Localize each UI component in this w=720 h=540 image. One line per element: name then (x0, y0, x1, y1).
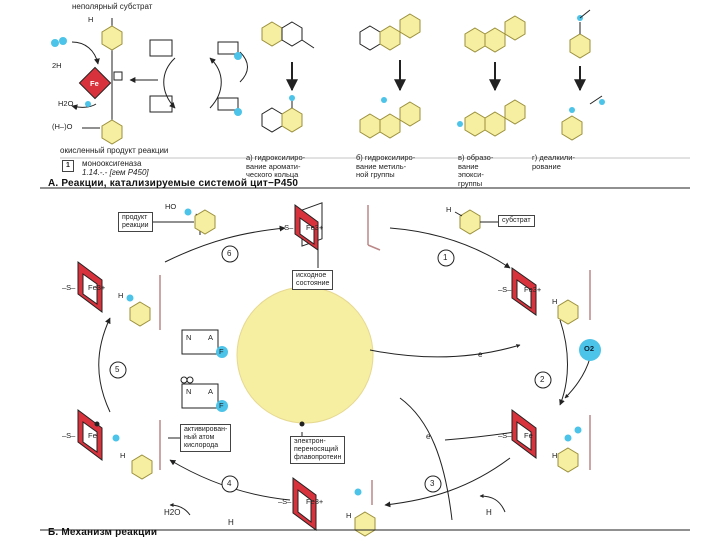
reaction-d-label: г) деалкили- рование (532, 153, 575, 171)
fad-n-2: N (186, 387, 192, 396)
reaction-b-structures (359, 13, 421, 139)
fad-a-1: A (208, 333, 214, 342)
flavin-icon (234, 108, 242, 116)
reaction-b-label: б) гидроксилиро- вание метиль- ной групп… (356, 153, 416, 179)
oxygen-icon (85, 101, 91, 107)
electron-label-1: e (478, 350, 483, 359)
r1-fe3-label: Fe3+ (524, 285, 542, 294)
section-a-title: А. Реакции, катализируемые системой цит−… (48, 178, 299, 189)
enzyme-name: монооксигеназа (82, 159, 142, 168)
step-3: 3 (430, 479, 435, 488)
step-2: 2 (540, 375, 545, 384)
h-atom: H (88, 15, 94, 24)
water-label: H2O (58, 99, 74, 108)
flavoprotein-box: электрон- переносящий флавопротеин (290, 436, 346, 464)
l1-h-label: H (118, 291, 124, 300)
fad-cofactor-group (180, 329, 228, 412)
reaction-c-label: в) образо- вание эпокси- группы (458, 153, 494, 188)
oh-group: (H–)O (52, 122, 73, 131)
ho-label: HO (165, 202, 177, 211)
top-fe3-label: Fe3+ (306, 223, 324, 232)
substrate-h: H (446, 205, 452, 214)
l1-s-label: –S– (62, 283, 76, 292)
o2-label: O2 (584, 344, 595, 353)
heme-unit-left-2 (77, 409, 161, 480)
product-hexagon-b (194, 209, 216, 235)
electron-label-2: e (426, 432, 431, 441)
activated-oxygen-dot (94, 421, 100, 427)
fe-label: Fe (90, 79, 99, 88)
substrate-box: субстрат (498, 215, 535, 227)
oxygen-icon (51, 39, 59, 47)
reaction-a-label: а) гидроксилиро- вание аромати- ческого … (246, 153, 306, 179)
heme-fe-icon (78, 66, 112, 100)
arrow-step-1 (389, 227, 511, 269)
r2-s-label: –S– (498, 431, 512, 440)
flavoprotein-disk (236, 286, 374, 424)
fad-f-2: F (219, 401, 224, 410)
activated-oxygen-box: активирован- ный атом кислорода (180, 424, 232, 452)
l2-fe-label: Fe (88, 431, 97, 440)
substrate-hexagon (101, 25, 123, 51)
oxygen-icon (59, 37, 67, 45)
arrow-step-5 (98, 317, 111, 413)
arrow-step-2 (559, 319, 568, 406)
l1-fe3-label: Fe3+ (88, 283, 106, 292)
arrow-step-6 (164, 225, 286, 263)
step-1: 1 (443, 253, 448, 262)
h-plus-label-2: H (228, 518, 234, 527)
step-6: 6 (227, 249, 232, 258)
fad-a-2: A (208, 387, 214, 396)
fad-f-1: F (219, 347, 224, 356)
l2-s-label: –S– (62, 431, 76, 440)
r2-h-label: H (552, 451, 558, 460)
h-plus-label-1: H (486, 508, 492, 517)
arrow-step-3 (384, 457, 511, 508)
o2-bubble (579, 339, 601, 361)
heme-unit-top (294, 202, 381, 251)
r2-fe-label: Fe (524, 431, 533, 440)
heme-unit-right-1 (511, 267, 591, 325)
section-b-title: Б. Механизм реакции (48, 527, 158, 538)
reaction-c-structures (457, 15, 526, 137)
substrate-chain (51, 18, 123, 145)
fad-n-1: N (186, 333, 192, 342)
r1-h-label: H (552, 297, 558, 306)
two-h: 2H (52, 61, 62, 70)
substrate-hexagon-b (459, 209, 481, 235)
heme-unit-left-1 (77, 261, 161, 330)
initial-state-box: исходное состояние (292, 270, 334, 290)
enzyme-ec: 1.14.-.- [гем P450] (82, 168, 149, 177)
b-h-label: H (346, 511, 352, 520)
step-circles (109, 245, 552, 493)
b-fe3-label: Fe3+ (306, 497, 324, 506)
oxidized-product-label: окисленный продукт реакции (60, 146, 169, 155)
h2o-label: H2O (164, 508, 181, 517)
flavin-icon (234, 52, 242, 60)
substrate-label: неполярный субстрат (72, 2, 153, 11)
reaction-a-structures (261, 21, 315, 133)
product-hexagon (101, 119, 123, 145)
l2-h-label: H (120, 451, 126, 460)
heme-unit-right-2 (511, 409, 591, 473)
reaction-d-structures (561, 9, 605, 141)
product-box: продукт реакции (118, 212, 153, 232)
redox-cycle (129, 39, 248, 116)
r1-s-label: –S– (498, 285, 512, 294)
heme-unit-bottom (292, 477, 376, 537)
enzyme-number: 1 (62, 160, 74, 172)
top-s-label: –S– (280, 223, 294, 232)
step-4: 4 (227, 479, 232, 488)
b-s-label: –S– (278, 497, 292, 506)
step-5: 5 (115, 365, 120, 374)
